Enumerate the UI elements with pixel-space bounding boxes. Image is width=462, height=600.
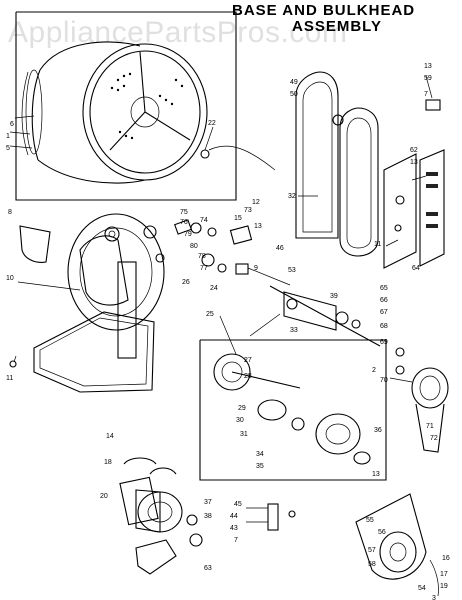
part-label: 1 — [6, 133, 10, 140]
part-label: 12 — [252, 199, 260, 206]
part-label: 13 — [424, 63, 432, 70]
drive-pulley — [395, 347, 449, 453]
part-label: 6 — [10, 121, 14, 128]
base-frame — [9, 213, 165, 393]
part-label: 18 — [104, 459, 112, 466]
diagram-title-line2: ASSEMBLY — [292, 18, 382, 35]
part-label: 55 — [366, 517, 374, 524]
part-label: 67 — [380, 309, 388, 316]
part-label: 26 — [182, 279, 190, 286]
part-label: 79 — [184, 231, 192, 238]
part-label: 32 — [288, 193, 296, 200]
part-label: 24 — [210, 285, 218, 292]
part-label: 49 — [290, 79, 298, 86]
part-label: 13 — [372, 471, 380, 478]
part-label: 8 — [8, 209, 12, 216]
part-label: 66 — [380, 297, 388, 304]
part-label: 30 — [236, 417, 244, 424]
part-label: 62 — [410, 147, 418, 154]
part-label: 77 — [200, 265, 208, 272]
part-label: 63 — [204, 565, 212, 572]
part-label: 73 — [244, 207, 252, 214]
part-label: 71 — [426, 423, 434, 430]
part-label: 53 — [288, 267, 296, 274]
part-label: 10 — [6, 275, 14, 282]
part-label: 17 — [440, 571, 448, 578]
drive-motor — [119, 457, 203, 575]
part-label: 39 — [330, 293, 338, 300]
part-label: 74 — [200, 217, 208, 224]
part-label: 3 — [432, 595, 436, 600]
part-label: 68 — [380, 323, 388, 330]
part-label: 43 — [230, 525, 238, 532]
part-label: 14 — [106, 433, 114, 440]
drive-belt-assembly — [295, 71, 379, 257]
part-number-labels: 6 1 5 22 49 50 32 13 59 7 62 13 11 64 8 … — [6, 63, 450, 600]
part-label: 25 — [206, 311, 214, 318]
diagram-title-line1: BASE AND BULKHEAD — [232, 2, 416, 19]
part-label: 54 — [418, 585, 426, 592]
part-label: 70 — [380, 377, 388, 384]
part-label: 38 — [204, 513, 212, 520]
idler-pulley-assembly — [355, 493, 439, 597]
blower-assembly — [199, 339, 387, 481]
part-label: 28 — [244, 373, 252, 380]
part-label: 16 — [442, 555, 450, 562]
bulkhead-panel — [383, 99, 445, 269]
part-label: 72 — [430, 435, 438, 442]
part-label: 15 — [234, 215, 242, 222]
part-label: 35 — [256, 463, 264, 470]
part-label: 11 — [6, 375, 13, 382]
part-label: 27 — [244, 357, 252, 364]
part-label: 59 — [424, 75, 432, 82]
part-label: 69 — [380, 339, 388, 346]
leader-lines — [9, 75, 433, 383]
part-label: 50 — [290, 91, 298, 98]
part-label: 75 — [180, 209, 188, 216]
part-label: 80 — [190, 243, 198, 250]
part-label: 34 — [256, 451, 264, 458]
part-label: 78 — [198, 253, 206, 260]
part-label: 19 — [440, 583, 448, 590]
part-label: 5 — [6, 145, 10, 152]
part-label: 33 — [290, 327, 298, 334]
part-label: 13 — [410, 159, 418, 166]
part-label: 76 — [180, 219, 188, 226]
part-label: 7 — [234, 537, 238, 544]
part-label: 20 — [100, 493, 108, 500]
part-label: 58 — [368, 561, 376, 568]
part-label: 2 — [372, 367, 376, 374]
shaft-assembly — [269, 285, 381, 347]
part-label: 44 — [230, 513, 238, 520]
part-label: 65 — [380, 285, 388, 292]
idler-parts — [143, 219, 291, 286]
part-label: 11 — [374, 241, 381, 248]
part-label: 22 — [208, 120, 216, 127]
drum-assembly — [15, 11, 276, 201]
part-label: 37 — [204, 499, 212, 506]
part-label: 13 — [254, 223, 262, 230]
part-label: 46 — [276, 245, 284, 252]
part-label: 64 — [412, 265, 420, 272]
part-label: 45 — [234, 501, 242, 508]
part-label: 36 — [374, 427, 382, 434]
part-label: 7 — [424, 91, 428, 98]
part-label: 9 — [254, 265, 258, 272]
part-label: 56 — [378, 529, 386, 536]
part-label: 57 — [368, 547, 376, 554]
part-label: 31 — [240, 431, 248, 438]
motor-bracket — [246, 503, 296, 531]
part-label: 29 — [238, 405, 246, 412]
